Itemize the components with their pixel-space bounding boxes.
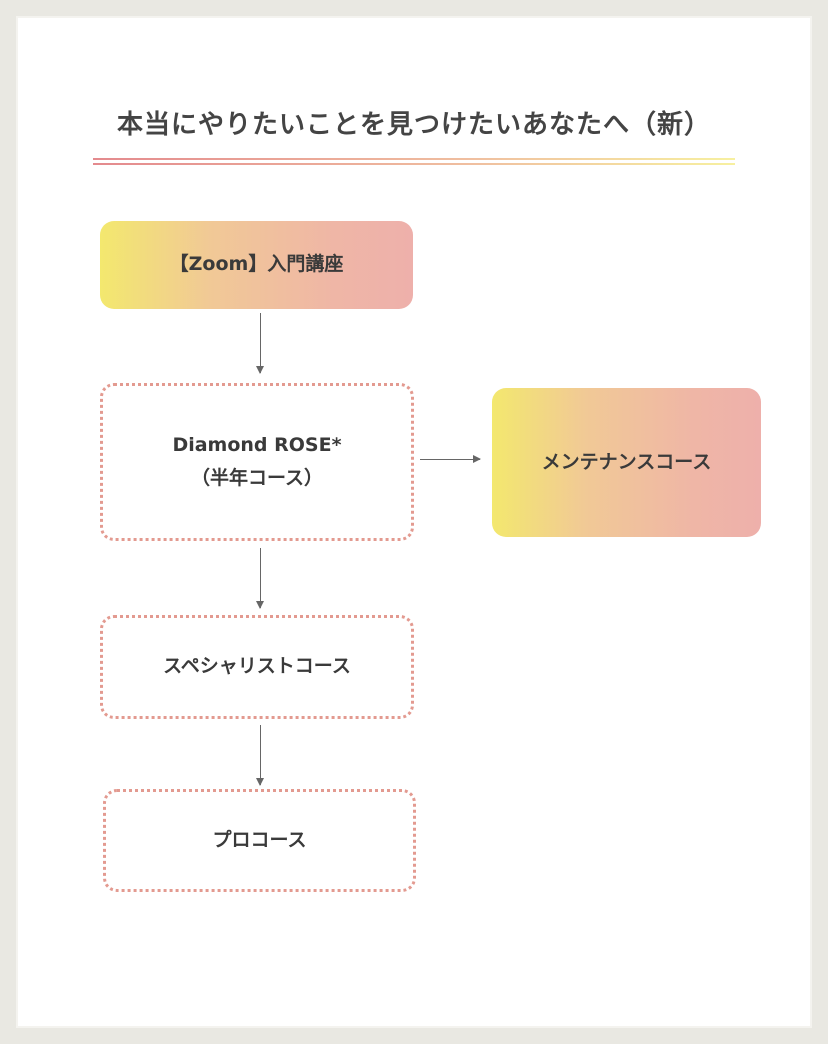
node-label: メンテナンスコース <box>541 450 712 473</box>
node-maintenance-course: メンテナンスコース <box>492 388 761 537</box>
title-divider-top <box>93 158 735 160</box>
node-pro-course: プロコース <box>103 789 416 892</box>
node-label: 【Zoom】入門講座 <box>169 253 344 276</box>
title-divider-bottom <box>93 163 735 165</box>
node-label: スペシャリストコース <box>163 655 351 678</box>
node-label: Diamond ROSE* <box>172 433 342 456</box>
node-specialist-course: スペシャリストコース <box>100 615 414 719</box>
node-diamond-rose: Diamond ROSE* （半年コース） <box>100 383 414 541</box>
arrow-right-icon <box>420 455 481 463</box>
node-intro-course: 【Zoom】入門講座 <box>100 221 413 309</box>
node-label: プロコース <box>212 828 307 851</box>
arrow-down-icon <box>256 548 264 609</box>
node-sublabel: （半年コース） <box>190 467 324 489</box>
page-title: 本当にやりたいことを見つけたいあなたへ（新） <box>116 110 711 140</box>
arrow-down-icon <box>256 725 264 786</box>
arrow-down-icon <box>256 313 264 374</box>
